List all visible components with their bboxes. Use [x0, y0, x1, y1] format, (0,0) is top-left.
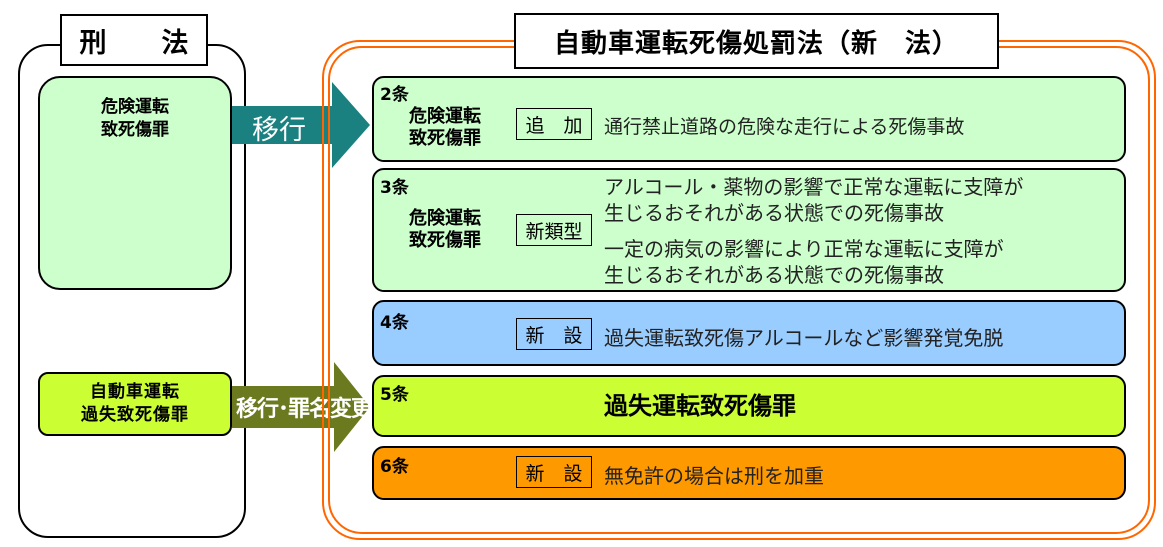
article-3-row: [372, 168, 1126, 292]
transfer-arrow-top: [232, 82, 370, 168]
article-2-crime-name: 危険運転 致死傷罪: [409, 106, 481, 149]
article-5-row: [372, 375, 1126, 437]
left-box2-line1: 自動車運転: [90, 382, 180, 402]
left-dangerous-driving-box: 危険運転 致死傷罪: [38, 76, 232, 290]
article-5-description: 過失運転致死傷罪: [604, 392, 796, 420]
transfer-rename-arrow: [232, 362, 370, 452]
article-4-tag: 新 設: [516, 318, 592, 350]
left-box2-line2: 過失致死傷罪: [81, 405, 189, 425]
article-5-number: 5条: [380, 385, 409, 405]
article-3-description-illness: 一定の病気の影響により正常な運転に支障が 生じるおそれがある状態での死傷事故: [604, 237, 1004, 287]
article-2-tag: 追 加: [516, 108, 592, 140]
article-2-row: [372, 76, 1126, 162]
article-4-row: [372, 300, 1126, 366]
article-6-number: 6条: [380, 457, 409, 477]
left-negligent-driving-box: 自動車運転 過失致死傷罪: [38, 372, 232, 436]
article-3-number: 3条: [380, 178, 409, 198]
left-box1-line1: 危険運転: [101, 97, 169, 117]
article-6-row: [372, 446, 1126, 500]
article-3-crime-name: 危険運転 致死傷罪: [409, 208, 481, 251]
article-6-tag: 新 設: [516, 456, 592, 488]
article-3-description-alcohol: アルコール・薬物の影響で正常な運転に支障が 生じるおそれがある状態での死傷事故: [604, 175, 1024, 225]
article-3-tag: 新類型: [516, 214, 592, 246]
transfer-arrow-top-label: 移行: [252, 114, 306, 146]
left-box1-line2: 致死傷罪: [101, 120, 169, 140]
article-4-description: 過失運転致死傷アルコールなど影響発覚免脱: [604, 326, 1004, 350]
article-2-number: 2条: [380, 85, 409, 105]
article-4-number: 4条: [380, 313, 409, 333]
criminal-code-title: 刑 法: [60, 14, 208, 66]
transfer-rename-arrow-label: 移行･罪名変更: [236, 397, 373, 422]
article-6-description: 無免許の場合は刑を加重: [604, 464, 824, 488]
article-2-description: 通行禁止道路の危険な走行による死傷事故: [604, 116, 965, 138]
new-law-title: 自動車運転死傷処罰法（新 法）: [514, 13, 999, 69]
